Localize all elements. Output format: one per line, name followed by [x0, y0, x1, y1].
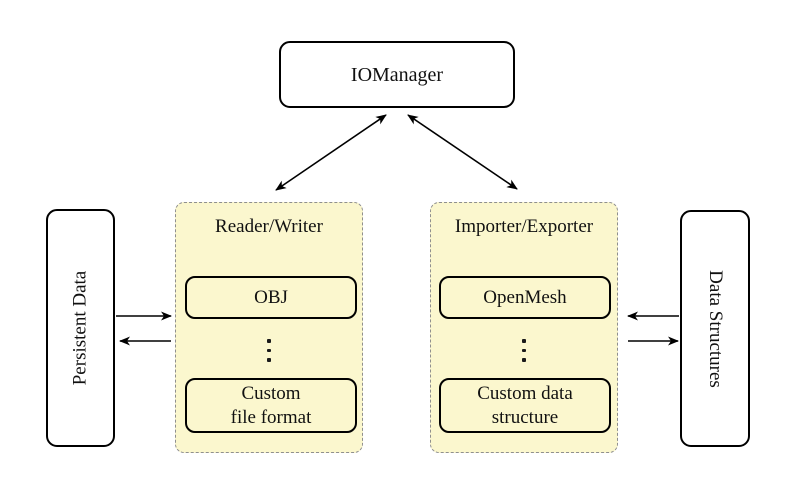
arrow-iomanager-readerwriter — [275, 114, 387, 191]
node-data-structures: Data Structures — [680, 210, 750, 447]
node-custom-data-structure: Custom data structure — [439, 378, 611, 433]
node-custom-data-structure-line1: Custom data — [477, 383, 573, 405]
node-obj-label: OBJ — [254, 286, 288, 308]
panel-importer-exporter-title: Importer/Exporter — [454, 216, 594, 237]
node-persistent-data-label: Persistent Data — [69, 270, 91, 386]
vertical-ellipsis-icon — [431, 339, 617, 362]
node-data-structures-label: Data Structures — [705, 269, 726, 388]
ellipsis-dot — [267, 358, 271, 362]
node-iomanager: IOManager — [279, 41, 515, 108]
panel-reader-writer: Reader/Writer OBJ Custom file format — [175, 202, 363, 453]
node-persistent-data: Persistent Data — [46, 209, 115, 447]
ellipsis-dot — [522, 348, 526, 353]
panel-importer-exporter: Importer/Exporter OpenMesh Custom data s… — [430, 202, 618, 453]
node-openmesh: OpenMesh — [439, 276, 611, 319]
arrow-iomanager-importerexporter — [407, 114, 518, 190]
ellipsis-dot — [522, 358, 526, 362]
ellipsis-dot — [267, 348, 271, 353]
vertical-ellipsis-icon — [176, 339, 362, 362]
ellipsis-dot — [522, 339, 526, 343]
node-openmesh-label: OpenMesh — [483, 286, 567, 308]
node-iomanager-label: IOManager — [350, 63, 444, 86]
node-custom-file-format: Custom file format — [185, 378, 357, 433]
panel-reader-writer-title: Reader/Writer — [215, 216, 323, 237]
node-custom-file-format-line2: file format — [230, 406, 312, 428]
ellipsis-dot — [267, 339, 271, 343]
node-obj: OBJ — [185, 276, 357, 319]
node-custom-data-structure-line2: structure — [491, 406, 559, 428]
node-custom-file-format-line1: Custom — [241, 383, 301, 405]
